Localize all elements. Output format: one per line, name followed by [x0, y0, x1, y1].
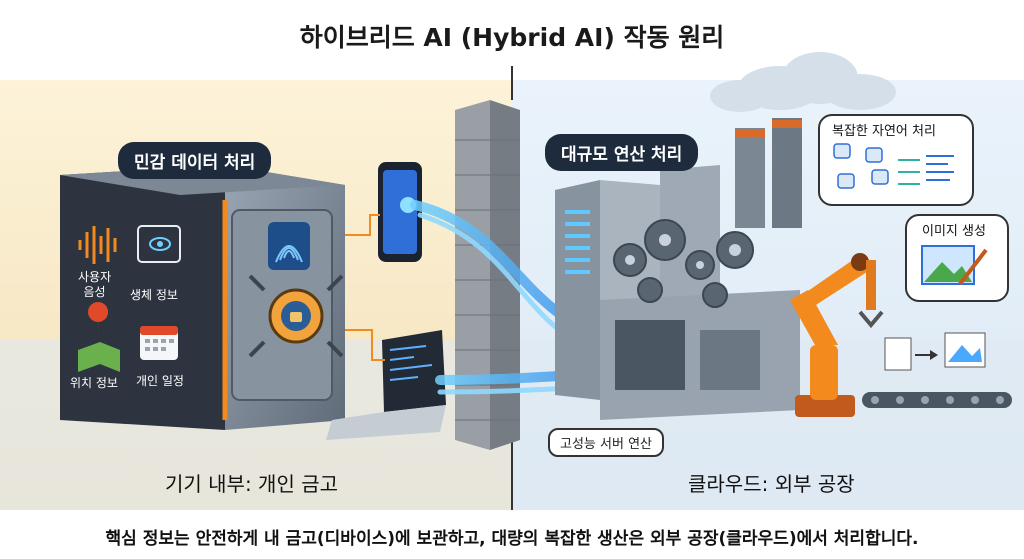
sensitive-data-label: 민감 데이터 처리 [118, 142, 271, 179]
image-paint-icon [920, 244, 990, 288]
language-graph-icon [830, 140, 960, 196]
nlp-bubble-label: 복잡한 자연어 처리 [832, 120, 936, 139]
server-compute-label: 고성능 서버 연산 [548, 428, 664, 457]
conveyor-belt-icon [862, 392, 1012, 408]
device-zone-caption: 기기 내부: 개인 금고 [165, 468, 338, 497]
location-caption: 위치 정보 [70, 374, 118, 391]
cloud-icon [710, 52, 896, 112]
smartphone-icon [378, 162, 422, 262]
summary-footer: 핵심 정보는 안전하게 내 금고(디바이스)에 보관하고, 대량의 복잡한 생산… [0, 524, 1024, 549]
large-scale-compute-label: 대규모 연산 처리 [545, 134, 698, 171]
cloud-zone-caption: 클라우드: 외부 공장 [688, 468, 855, 497]
schedule-caption: 개인 일정 [136, 372, 184, 389]
biometric-caption: 생체 정보 [130, 286, 178, 303]
voice-caption: 사용자 음성 [78, 270, 111, 300]
calendar-icon [140, 326, 178, 360]
image-gen-bubble-label: 이미지 생성 [922, 220, 986, 239]
